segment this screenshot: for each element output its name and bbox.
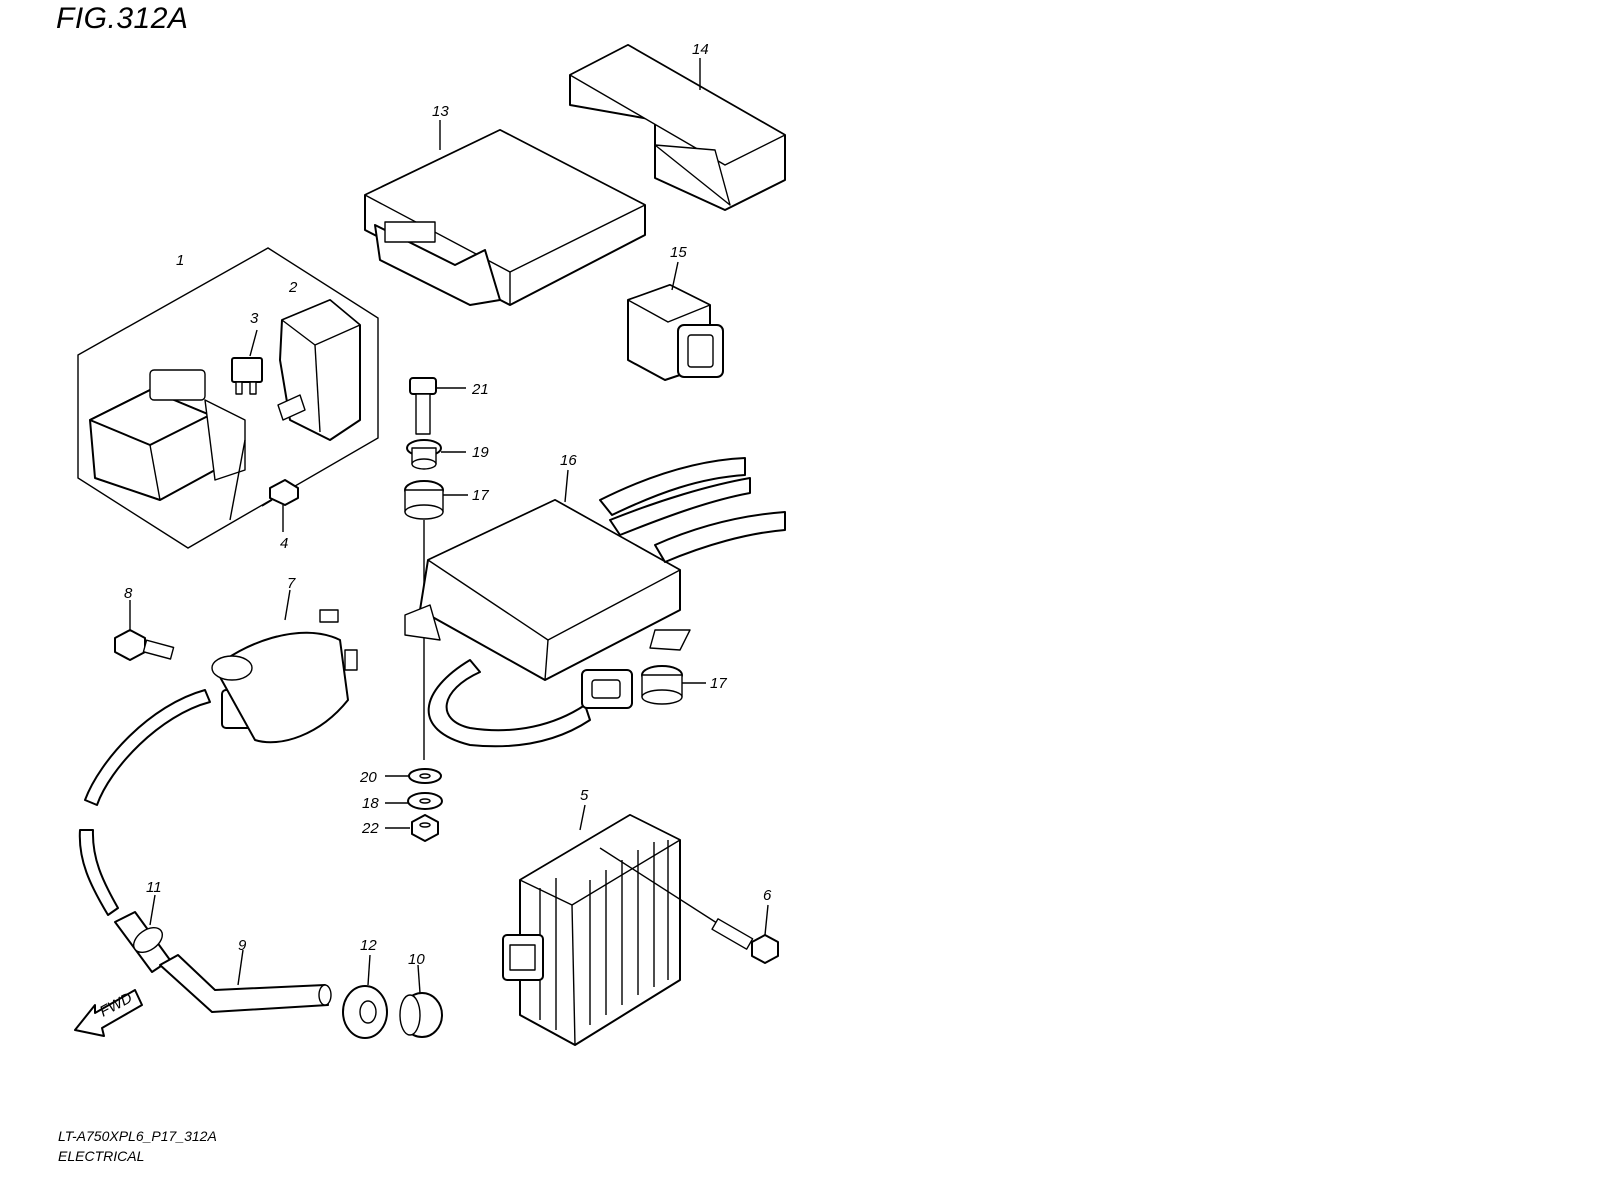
part-7-lead-wire bbox=[78, 689, 211, 916]
callout-1[interactable]: 1 bbox=[176, 252, 184, 269]
part-15-relay-connector[interactable] bbox=[627, 261, 724, 381]
part-8-bolt[interactable] bbox=[114, 600, 175, 661]
callout-20[interactable]: 20 bbox=[359, 769, 377, 786]
part-7-ignition-coil[interactable] bbox=[211, 589, 358, 744]
callout-9[interactable]: 9 bbox=[238, 937, 247, 954]
callout-14[interactable]: 14 bbox=[692, 41, 709, 58]
part-16-harness bbox=[427, 457, 786, 748]
callout-12[interactable]: 12 bbox=[360, 937, 377, 954]
part-21-bolt[interactable] bbox=[409, 377, 466, 435]
callout-18[interactable]: 18 bbox=[362, 795, 379, 812]
part-3-fuse[interactable] bbox=[231, 329, 263, 395]
part-6-bolt[interactable] bbox=[599, 847, 779, 964]
callout-7[interactable]: 7 bbox=[287, 575, 296, 592]
part-22-nut[interactable] bbox=[385, 814, 439, 842]
callout-11[interactable]: 11 bbox=[146, 879, 162, 896]
part-5-regulator-rectifier[interactable] bbox=[502, 804, 681, 1046]
part-4-bolt[interactable] bbox=[261, 479, 299, 532]
callout-15[interactable]: 15 bbox=[670, 244, 687, 261]
callout-10[interactable]: 10 bbox=[408, 951, 425, 968]
part-12-seal-washer[interactable] bbox=[342, 954, 388, 1039]
part-18-washer[interactable] bbox=[385, 792, 443, 810]
part-19-collar[interactable] bbox=[406, 439, 466, 470]
model-code: LT-A750XPL6_P17_312A bbox=[58, 1128, 217, 1144]
callout-19[interactable]: 19 bbox=[472, 444, 489, 461]
forward-direction-arrow: FWD bbox=[74, 989, 143, 1037]
callout-5[interactable]: 5 bbox=[580, 787, 589, 804]
part-16-control-unit[interactable] bbox=[404, 469, 691, 681]
callout-4[interactable]: 4 bbox=[280, 535, 288, 552]
part-9-plug-boot[interactable] bbox=[159, 949, 332, 1013]
part-2-relay-cover[interactable] bbox=[277, 299, 361, 441]
callout-6[interactable]: 6 bbox=[763, 887, 772, 904]
part-1-relay-assembly[interactable] bbox=[77, 247, 379, 549]
part-10-collar[interactable] bbox=[399, 964, 443, 1038]
callout-2[interactable]: 2 bbox=[288, 279, 298, 296]
callout-13[interactable]: 13 bbox=[432, 103, 449, 120]
callout-17-lower[interactable]: 17 bbox=[710, 675, 727, 692]
part-13-ecm-unit[interactable] bbox=[364, 120, 646, 306]
callout-3[interactable]: 3 bbox=[250, 310, 259, 327]
figure-title: FIG.312A bbox=[56, 2, 189, 35]
callout-8[interactable]: 8 bbox=[124, 585, 133, 602]
part-16-connector bbox=[581, 669, 633, 709]
callout-21[interactable]: 21 bbox=[471, 381, 489, 398]
callout-17-upper[interactable]: 17 bbox=[472, 487, 489, 504]
part-11-plug-cap[interactable] bbox=[114, 894, 171, 973]
part-17-grommet-lower[interactable] bbox=[641, 665, 706, 705]
part-17-grommet-upper[interactable] bbox=[404, 480, 468, 760]
part-14-ecm-case[interactable] bbox=[569, 44, 786, 211]
section-name: ELECTRICAL bbox=[58, 1148, 145, 1164]
callout-16[interactable]: 16 bbox=[560, 452, 577, 469]
callout-22[interactable]: 22 bbox=[361, 820, 379, 837]
part-20-washer[interactable] bbox=[385, 768, 442, 784]
